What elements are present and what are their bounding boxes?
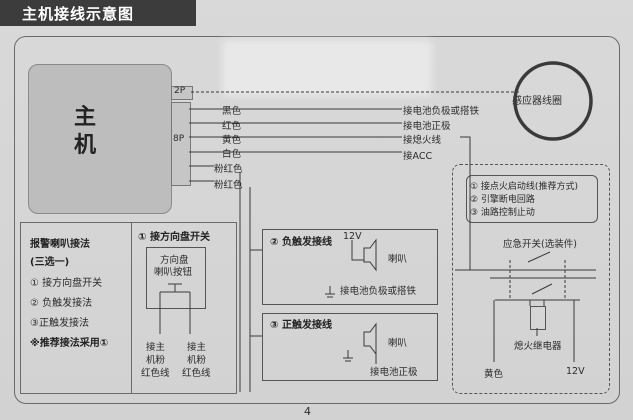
relay-notes-box xyxy=(466,175,598,223)
wire-color-pink-2: 粉红色 xyxy=(214,180,243,191)
steering-left-line2: 机粉 xyxy=(146,355,166,366)
steering-button-box xyxy=(146,247,206,309)
relay-coil-leads xyxy=(529,300,545,336)
page-number: 4 xyxy=(304,405,311,418)
wire-target-battery-negative: 接电池负极或搭铁 xyxy=(403,106,480,117)
steering-push-button xyxy=(160,283,190,293)
relay-wire-yellow: 黄色 xyxy=(484,369,504,380)
wire-color-white: 白色 xyxy=(222,149,242,160)
horn-recommend: ※推荐接法采用① xyxy=(30,338,109,349)
relay-note-1: ① 接点火启动线(推荐方式) xyxy=(470,182,578,192)
emergency-switch-outline xyxy=(509,260,566,300)
wire-color-red: 红色 xyxy=(222,121,242,132)
wire-target-ignition: 接熄火线 xyxy=(403,135,442,146)
steering-right-line3: 红色线 xyxy=(182,368,211,379)
negative-trigger-box xyxy=(262,229,438,305)
steering-left-line3: 红色线 xyxy=(141,368,170,379)
positive-battery-label: 接电池正极 xyxy=(370,367,418,378)
relay-supply-lines xyxy=(493,300,575,362)
wire-color-pink-1: 粉红色 xyxy=(214,164,243,175)
blurred-region xyxy=(222,40,432,96)
wire-target-acc: 接ACC xyxy=(403,151,433,162)
host-label: 主 机 xyxy=(74,104,96,160)
relay-coil xyxy=(530,306,546,330)
positive-trigger-box xyxy=(262,313,438,381)
positive-ground-symbol xyxy=(343,350,353,362)
negative-horn-icon xyxy=(363,238,377,272)
negative-ground-label: 接电池负极或搭铁 xyxy=(340,286,417,297)
relay-note-3: ③ 油路控制止动 xyxy=(470,208,535,218)
connector-8p-label: 8P xyxy=(173,134,185,144)
connector-2p-label: 2P xyxy=(174,86,186,96)
diagram-frame xyxy=(14,36,620,404)
positive-horn-label: 喇叭 xyxy=(388,338,408,349)
host-label-line1: 主 xyxy=(74,105,97,130)
sensor-coil-label: 感应器线圈 xyxy=(512,96,562,107)
ignition-wire-route xyxy=(460,136,471,270)
relay-note-2: ② 引擎断电回路 xyxy=(470,195,535,205)
relay-label: 熄火继电器 xyxy=(514,341,562,352)
ground-symbol xyxy=(325,286,335,298)
steering-button-line1: 方向盘 xyxy=(160,255,189,266)
connector-8p xyxy=(171,102,191,186)
horn-method-2: ② 负触发接法 xyxy=(30,298,93,309)
steering-button-line2: 喇叭按钮 xyxy=(154,267,193,278)
wire-color-yellow: 黄色 xyxy=(222,135,242,146)
horn-methods-subtitle: (三选一) xyxy=(30,257,70,268)
connector-2p xyxy=(171,86,193,100)
horn-methods-title: 报警喇叭接法 xyxy=(30,239,90,250)
steering-left-line1: 接主 xyxy=(146,342,166,353)
relay-panel xyxy=(452,164,610,394)
steering-box xyxy=(131,222,237,394)
negative-voltage: 12V xyxy=(343,231,362,242)
negative-trigger-title: ② 负触发接线 xyxy=(270,237,332,248)
steering-right-line2: 机粉 xyxy=(187,355,207,366)
emergency-switch-label: 应急开关(选装件) xyxy=(503,239,577,250)
horn-method-1: ① 接方向盘开关 xyxy=(30,278,103,289)
page-title: 主机接线示意图 xyxy=(22,5,135,23)
negative-horn-feed xyxy=(351,240,364,261)
wire-target-battery-positive: 接电池正极 xyxy=(403,121,451,132)
header-bar: 主机接线示意图 xyxy=(0,0,196,26)
host-label-line2: 机 xyxy=(74,133,97,158)
horn-method-3: ③正触发接法 xyxy=(30,318,89,329)
sensor-coil-ring xyxy=(513,61,593,141)
steering-right-line1: 接主 xyxy=(187,342,207,353)
wire-color-black: 黑色 xyxy=(222,106,242,117)
positive-trigger-title: ③ 正触发接线 xyxy=(270,320,332,331)
negative-horn-label: 喇叭 xyxy=(388,254,408,265)
switch-contacts xyxy=(527,251,553,295)
positive-horn-icon xyxy=(363,322,377,356)
relay-wire-12v: 12V xyxy=(566,366,585,377)
steering-title: ① 接方向盘开关 xyxy=(138,232,210,243)
